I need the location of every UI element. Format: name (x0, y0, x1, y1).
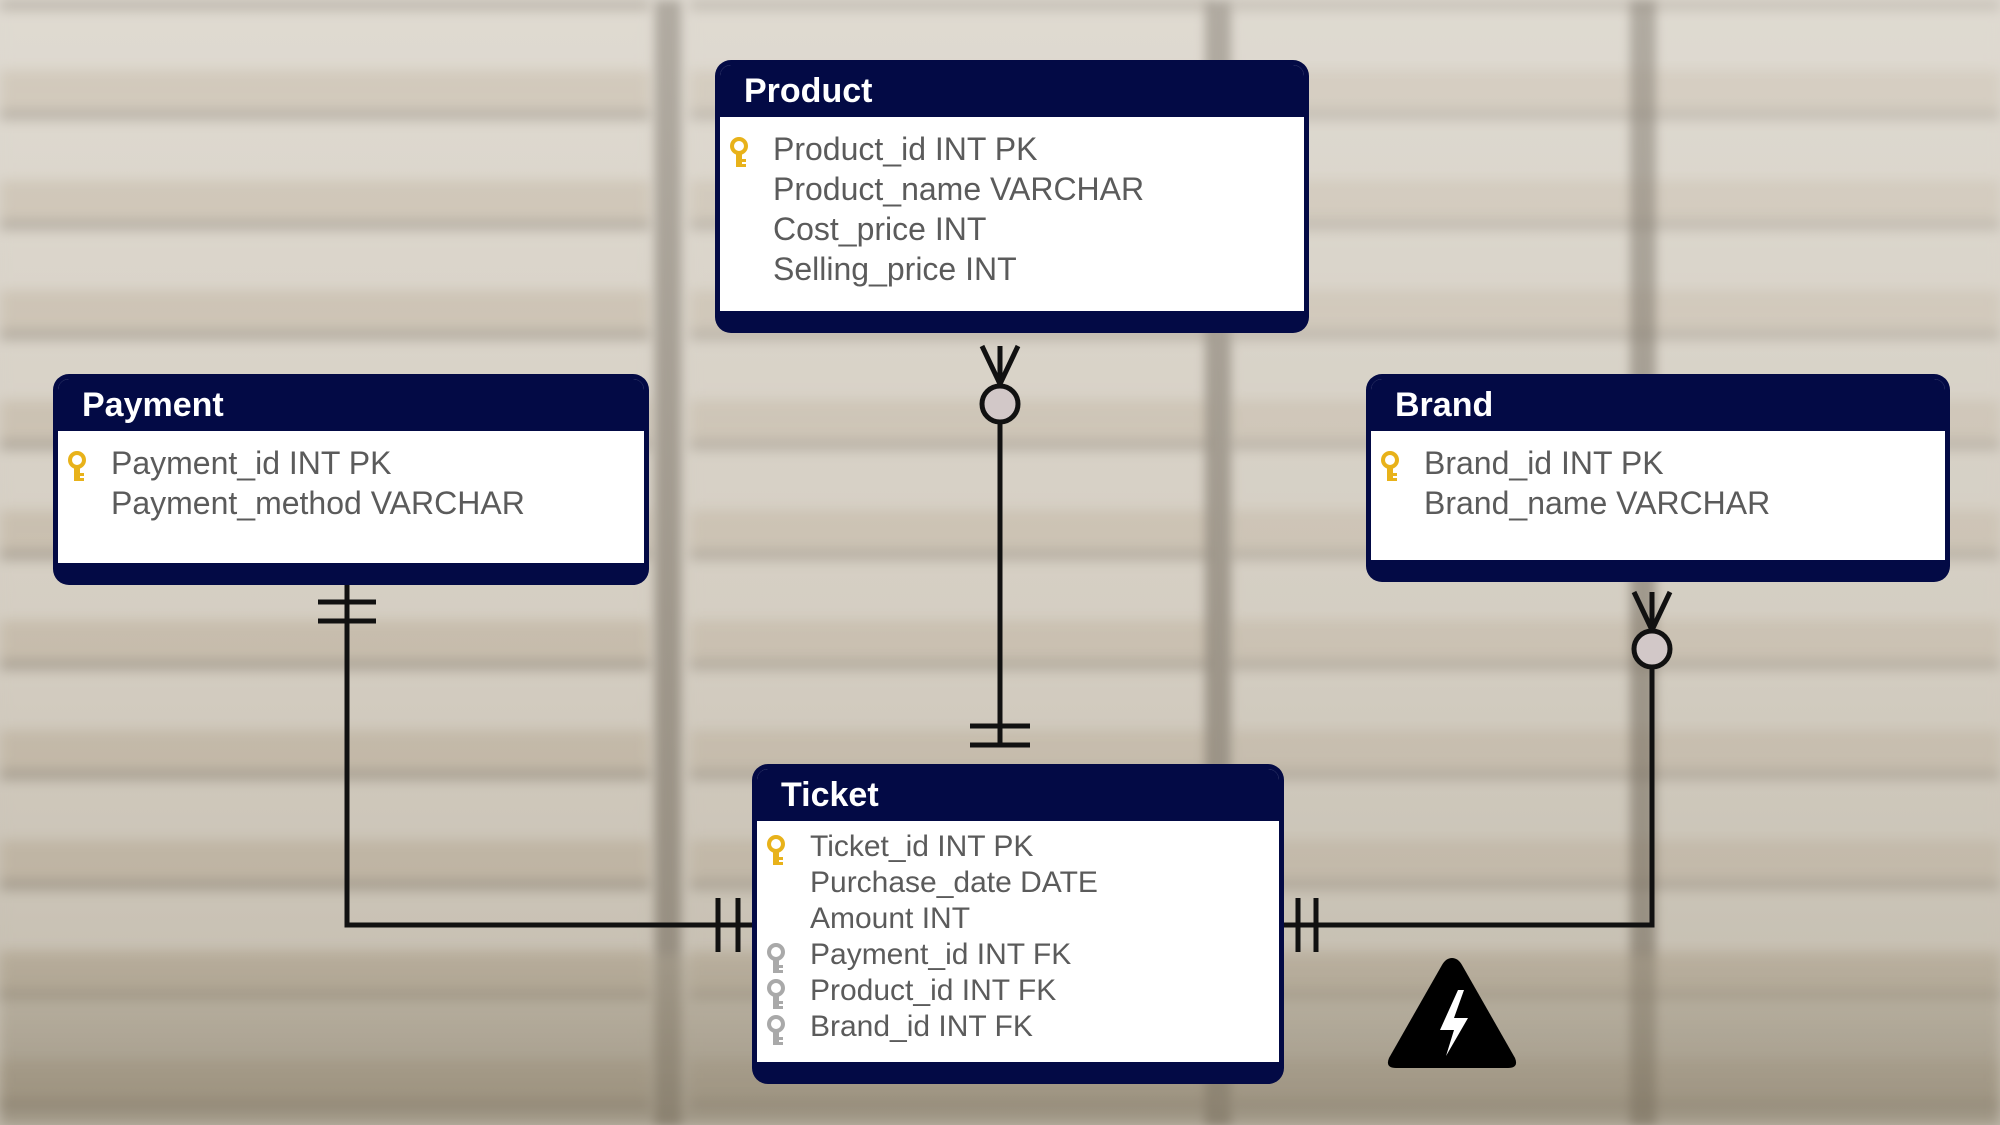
product-crow-right (997, 344, 1021, 386)
field-label: Product_name VARCHAR (773, 171, 1145, 207)
field-row: Payment_id INT PK (58, 443, 644, 483)
field-label: Purchase_date DATE (810, 866, 1098, 899)
field-row: Product_id INT FK (757, 973, 1279, 1009)
field-label: Payment_method VARCHAR (111, 485, 525, 521)
foreign-key-icon (767, 943, 785, 973)
field-row: Brand_id INT FK (757, 1009, 1279, 1045)
field-label: Product_id INT PK (773, 131, 1038, 167)
payment-entity[interactable]: Payment Payment_id INT PK Payment_method… (53, 374, 649, 585)
entity-title: Ticket (757, 769, 1279, 821)
foreign-key-icon (767, 979, 785, 1009)
field-label: Payment_id INT PK (111, 445, 392, 481)
field-label: Ticket_id INT PK (810, 830, 1034, 863)
product-crow-left (979, 344, 1003, 386)
ticket-entity[interactable]: Ticket Ticket_id INT PK Purchase_date DA… (752, 764, 1284, 1084)
field-row: Amount INT (757, 901, 1279, 937)
entity-title: Payment (58, 379, 644, 431)
field-label: Brand_id INT FK (810, 1010, 1033, 1043)
brand-entity[interactable]: Brand Brand_id INT PK Brand_name VARCHAR (1366, 374, 1950, 582)
primary-key-icon (767, 835, 785, 865)
field-row: Purchase_date DATE (757, 865, 1279, 901)
field-label: Product_id INT FK (810, 974, 1057, 1007)
primary-key-icon (1381, 451, 1399, 481)
field-row: Ticket_id INT PK (757, 829, 1279, 865)
field-label: Cost_price INT (773, 211, 987, 247)
product-entity[interactable]: Product Product_id INT PK Product_name V… (715, 60, 1309, 333)
primary-key-icon (68, 451, 86, 481)
field-label: Brand_name VARCHAR (1424, 485, 1771, 521)
brand-crow-left (1631, 590, 1655, 632)
foreign-key-icon (767, 1015, 785, 1045)
field-row: Product_id INT PK (720, 129, 1304, 169)
field-row: Payment_method VARCHAR (58, 483, 644, 523)
field-row: Product_name VARCHAR (720, 169, 1304, 209)
primary-key-icon (730, 137, 748, 167)
field-row: Payment_id INT FK (757, 937, 1279, 973)
field-label: Brand_id INT PK (1424, 445, 1664, 481)
payment-ticket-line (344, 585, 752, 928)
product-zero-circle (979, 383, 1021, 425)
field-row: Brand_id INT PK (1371, 443, 1945, 483)
brand-zero-circle (1631, 628, 1673, 670)
field-row: Brand_name VARCHAR (1371, 483, 1945, 523)
field-label: Payment_id INT FK (810, 938, 1072, 971)
field-row: Selling_price INT (720, 249, 1304, 289)
field-label: Amount INT (810, 902, 971, 935)
field-row: Cost_price INT (720, 209, 1304, 249)
entity-title: Product (720, 65, 1304, 117)
brand-crow-right (1649, 590, 1673, 632)
field-label: Selling_price INT (773, 251, 1017, 287)
high-voltage-warning-icon (1387, 958, 1517, 1068)
brand-ticket-line (1284, 668, 1655, 928)
entity-title: Brand (1371, 379, 1945, 431)
